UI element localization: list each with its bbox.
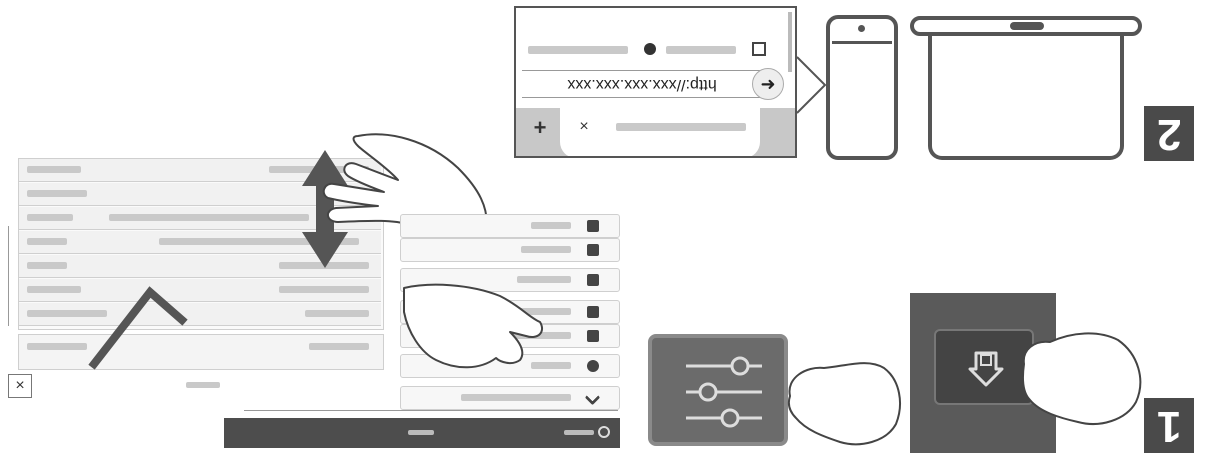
phone-screen [832, 41, 892, 45]
phone-camera [858, 25, 865, 32]
step-2-badge: 2 [1144, 106, 1194, 161]
list-item[interactable] [19, 303, 381, 326]
toolbar-placeholder-2 [666, 46, 736, 54]
item-icon [587, 360, 599, 372]
step-1-badge: 1 [1144, 398, 1194, 453]
tablet-lid [910, 16, 1142, 36]
item-icon [587, 330, 599, 342]
tab-title-placeholder [616, 123, 746, 131]
close-icon: × [579, 118, 589, 135]
tray-icon[interactable] [598, 426, 610, 438]
chevron-icon [584, 389, 601, 406]
browser-scrollbar[interactable] [788, 12, 792, 72]
address-bar[interactable]: http://xxx.xxx.xxx.xxx [522, 70, 760, 98]
chevron-up-icon [88, 286, 188, 370]
list-footer [18, 334, 384, 370]
hand-icon [322, 133, 488, 238]
tablet-body [928, 32, 1124, 160]
menu-item[interactable] [400, 238, 620, 262]
step-1-label: 1 [1156, 401, 1182, 451]
list-item[interactable] [19, 231, 381, 254]
item-icon [587, 306, 599, 318]
list-left-rule [8, 226, 9, 326]
bookmark-icon[interactable] [752, 42, 766, 56]
tablet-hinge [1010, 22, 1044, 30]
close-icon: × [15, 377, 25, 394]
plus-icon: + [533, 115, 547, 140]
phone-icon [826, 15, 898, 160]
toolbar-placeholder-1 [528, 46, 628, 54]
hand-icon [403, 283, 544, 369]
arrow-right-icon: ➜ [760, 73, 776, 94]
item-icon [587, 274, 599, 286]
panel-bottom-rule [244, 410, 618, 411]
go-button[interactable]: ➜ [752, 68, 784, 100]
scroll-list[interactable] [18, 158, 384, 330]
double-arrow-icon [302, 150, 348, 268]
browser-window: + × http://xxx.xxx.xxx.xxx ➜ [514, 6, 797, 158]
menu-item[interactable] [400, 214, 620, 238]
step-2-label: 2 [1156, 109, 1182, 159]
hand-icon [1021, 332, 1142, 425]
panel-title-placeholder [186, 382, 220, 388]
close-button[interactable]: × [8, 374, 32, 398]
list-item[interactable] [19, 207, 381, 230]
record-dot-icon [644, 43, 656, 55]
callout-connector [796, 56, 827, 114]
hand-icon [787, 362, 901, 446]
home-icon [968, 351, 1004, 387]
list-item[interactable] [19, 279, 381, 302]
tab-close-button[interactable]: × [576, 118, 592, 136]
item-icon [587, 244, 599, 256]
new-tab-button[interactable]: + [530, 115, 550, 140]
sliders-icon [686, 356, 762, 428]
item-icon [587, 220, 599, 232]
tablet-icon [910, 16, 1142, 161]
url-text: http://xxx.xxx.xxx.xxx [567, 76, 717, 93]
taskbar [224, 418, 620, 448]
settings-button[interactable] [648, 334, 788, 446]
menu-item[interactable] [400, 386, 620, 410]
